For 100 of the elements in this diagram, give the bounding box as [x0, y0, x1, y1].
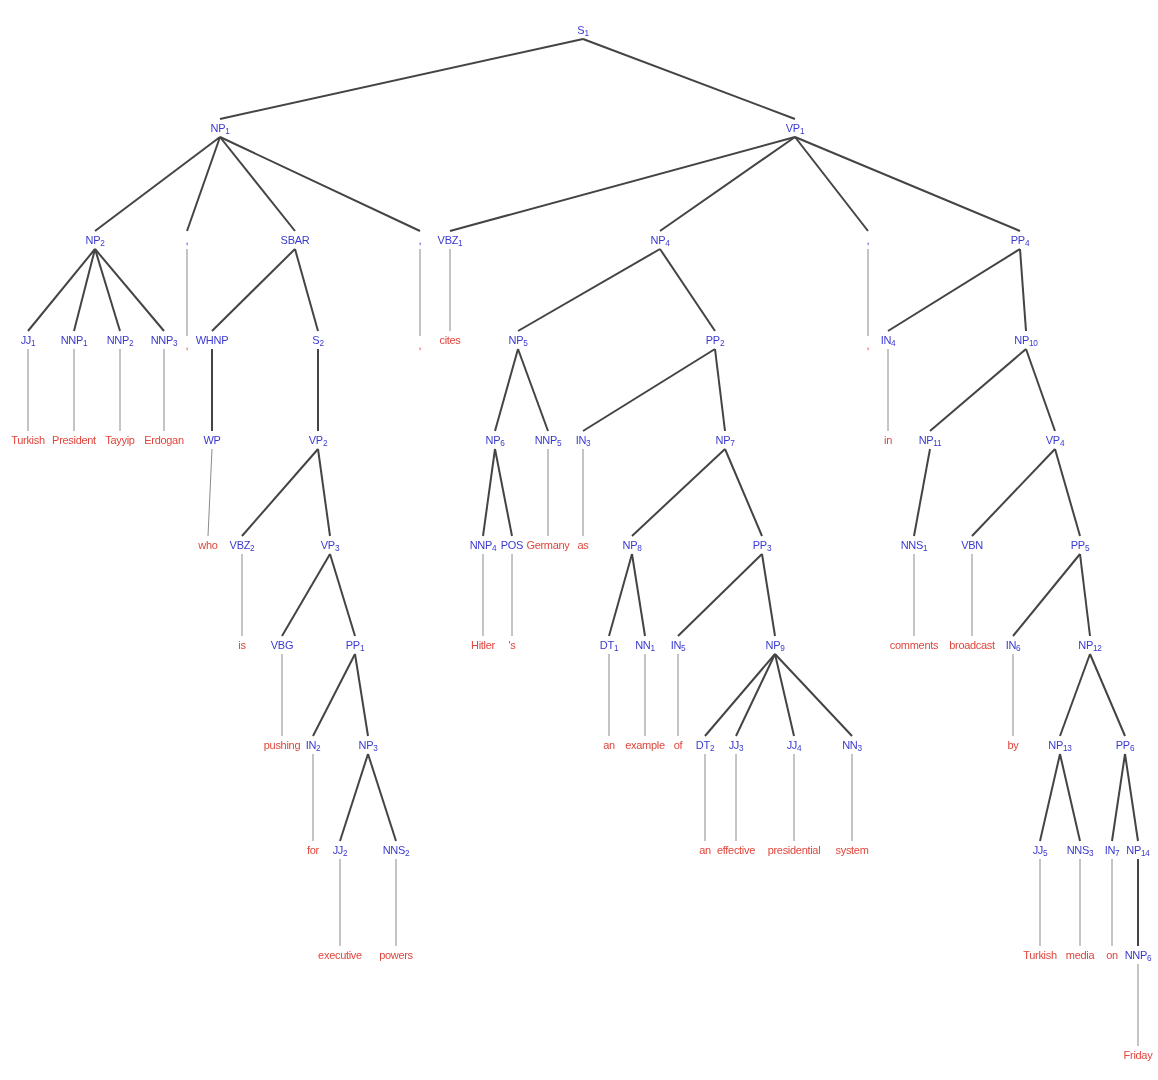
- tree-branch: [794, 136, 1021, 232]
- tree-branch: [547, 448, 549, 537]
- tree-branch: [677, 653, 679, 737]
- tag-label: NP$_{6}$: [485, 434, 505, 446]
- tag-label: WHNP: [195, 334, 229, 346]
- tree-branch: [1012, 653, 1014, 737]
- tag-label: JJ$_{2}$: [332, 844, 348, 856]
- word-label: is: [238, 639, 246, 651]
- tag-label: NP$_{2}$: [85, 234, 105, 246]
- tag-label: POS: [500, 539, 524, 551]
- tree-branch: [704, 753, 706, 842]
- tree-branch: [735, 653, 776, 737]
- tree-branch: [887, 248, 1021, 332]
- tree-branch: [724, 448, 763, 537]
- tree-branch: [1019, 248, 1027, 332]
- tag-label: IN$_{5}$: [670, 639, 686, 651]
- tag-label: NNP$_{1}$: [60, 334, 88, 346]
- tree-branch: [219, 136, 296, 232]
- tree-branch: [1137, 963, 1139, 1047]
- tag-label: VBN: [961, 539, 983, 551]
- tag-label: IN$_{7}$: [1104, 844, 1120, 856]
- tree-branch: [329, 553, 356, 637]
- tree-branch: [482, 553, 484, 637]
- tag-label: NNS$_{1}$: [900, 539, 928, 551]
- tree-branch: [1025, 348, 1056, 432]
- tag-label: DT$_{2}$: [695, 739, 715, 751]
- tag-label: VBZ$_{1}$: [437, 234, 463, 246]
- word-label: for: [307, 844, 319, 856]
- tag-label: NNP$_{5}$: [534, 434, 562, 446]
- tag-label: S$_{2}$: [312, 334, 324, 346]
- tree-branch: [971, 553, 973, 637]
- tree-branch: [1124, 753, 1139, 842]
- tag-label: JJ$_{4}$: [786, 739, 802, 751]
- tree-branch: [219, 38, 584, 120]
- tree-branch: [913, 553, 915, 637]
- tag-label: PP$_{3}$: [752, 539, 772, 551]
- tag-label: NNP$_{2}$: [106, 334, 134, 346]
- tree-branch: [73, 348, 75, 432]
- tree-branch: [582, 38, 796, 120]
- tree-branch: [608, 553, 633, 637]
- tree-branch: [704, 653, 776, 737]
- word-label: pushing: [263, 739, 301, 751]
- tree-branch: [677, 553, 763, 637]
- tree-branch: [163, 348, 165, 432]
- tree-branch: [281, 553, 331, 637]
- word-label: ,: [418, 339, 422, 351]
- tree-branch: [631, 448, 726, 537]
- tag-label: PP$_{5}$: [1070, 539, 1090, 551]
- tag-label: NP$_{3}$: [358, 739, 378, 751]
- tree-branch: [761, 553, 776, 637]
- word-label: Turkish: [11, 434, 45, 446]
- word-label: ,: [866, 339, 870, 351]
- tree-branch: [1039, 858, 1041, 947]
- tree-branch: [186, 248, 188, 337]
- tag-label: PP$_{4}$: [1010, 234, 1030, 246]
- tree-branch: [354, 653, 369, 737]
- tree-branch: [94, 136, 221, 232]
- tag-label: NNP$_{3}$: [150, 334, 178, 346]
- tree-branch: [317, 448, 331, 537]
- tree-branch: [644, 653, 646, 737]
- tree-branch: [929, 348, 1027, 432]
- tag-label: VBG: [270, 639, 294, 651]
- tree-branch: [774, 653, 853, 737]
- tree-branch: [241, 553, 243, 637]
- tag-label: S$_{1}$: [577, 24, 589, 36]
- tree-branch: [793, 753, 795, 842]
- word-label: in: [884, 434, 892, 446]
- tag-label: NP$_{8}$: [622, 539, 642, 551]
- word-label: Germany: [526, 539, 570, 551]
- tag-label: PP$_{1}$: [345, 639, 365, 651]
- tree-branch: [449, 248, 451, 332]
- tree-branch: [735, 753, 737, 842]
- tree-branch: [494, 448, 513, 537]
- tag-label: JJ$_{3}$: [728, 739, 744, 751]
- tree-branch: [659, 136, 796, 232]
- tree-branch: [1137, 858, 1139, 947]
- tree-branch: [1059, 653, 1091, 737]
- tree-branch: [367, 753, 397, 842]
- tag-label: IN$_{3}$: [575, 434, 591, 446]
- word-label: who: [198, 539, 218, 551]
- tag-label: NP$_{11}$: [918, 434, 942, 446]
- tree-branch: [294, 248, 319, 332]
- tag-label: NP$_{9}$: [765, 639, 785, 651]
- word-label: example: [625, 739, 665, 751]
- tree-branch: [94, 248, 121, 332]
- tree-branch: [971, 448, 1056, 537]
- word-label: 's: [508, 639, 516, 651]
- word-label: Friday: [1123, 1049, 1153, 1061]
- tree-branch: [207, 448, 213, 537]
- tree-branch: [281, 653, 283, 737]
- tree-branch: [312, 753, 314, 842]
- word-label: of: [673, 739, 683, 751]
- tree-branch: [211, 248, 296, 332]
- word-label: Tayyip: [105, 434, 135, 446]
- tree-branch: [449, 136, 796, 232]
- tag-label: ,: [185, 234, 189, 246]
- tag-label: ,: [418, 234, 422, 246]
- tree-branch: [887, 348, 889, 432]
- word-label: media: [1065, 949, 1095, 961]
- tag-label: WP: [203, 434, 221, 446]
